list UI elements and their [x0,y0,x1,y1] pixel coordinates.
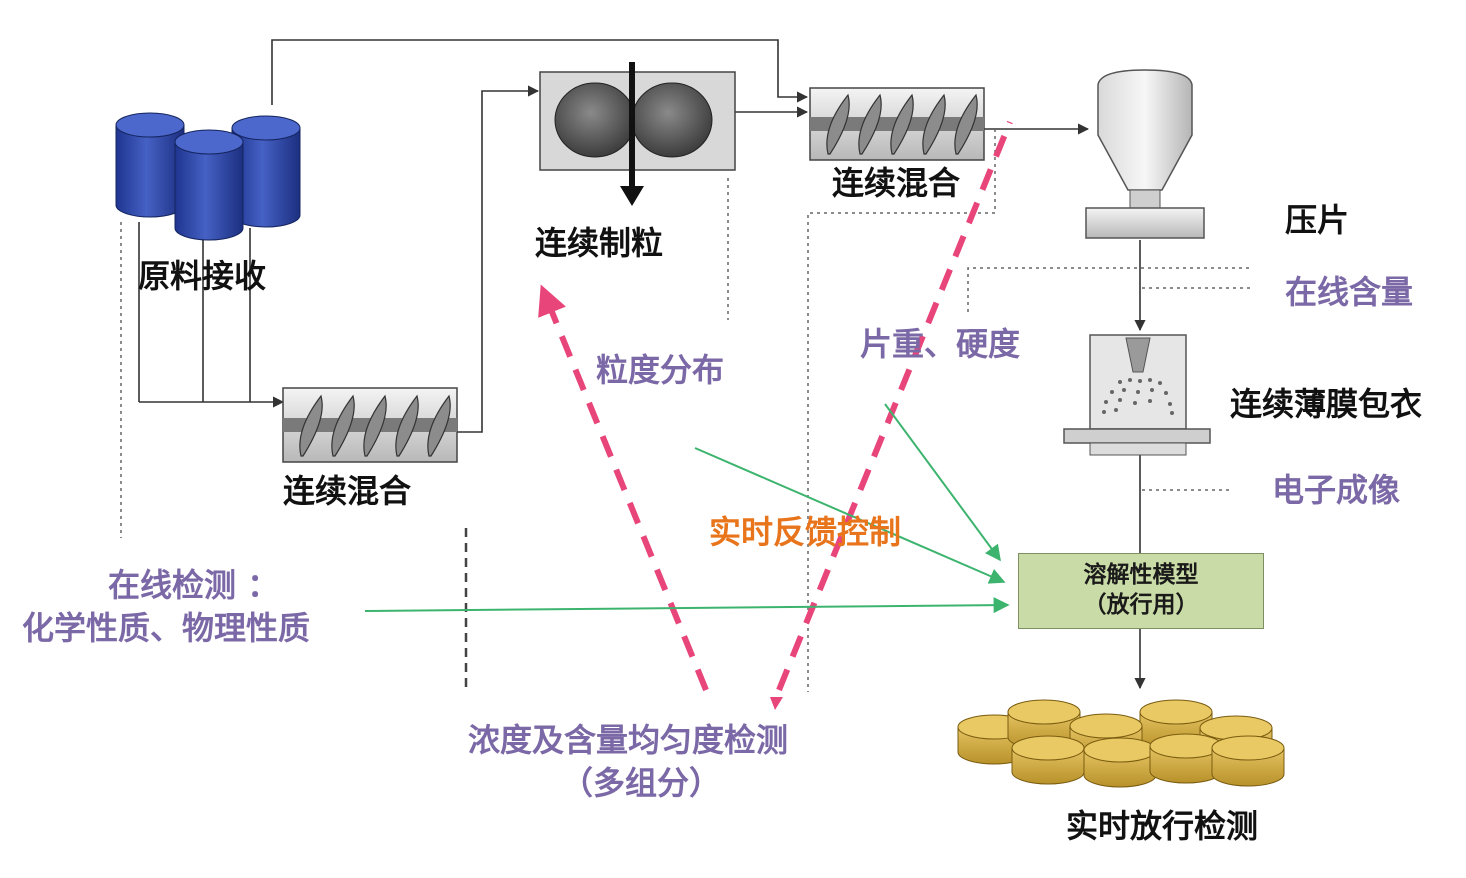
data-arrows [364,403,1010,614]
tableting-label: 压片 [1285,201,1350,239]
tablet-icon [1211,735,1285,787]
screw-mixer-icon-1 [282,387,458,463]
model-subtitle: （放行用） [1083,592,1199,618]
tablets-icon [957,699,1285,788]
drum-icon [231,115,301,228]
feedback-arrowhead [770,697,783,710]
drum-icon [115,112,185,218]
monitor-lines [120,129,1250,692]
tablet-icon [1149,733,1223,784]
feedback-arrows [538,120,1013,692]
tablet-press-icon [1085,69,1205,239]
online-detect-label-2: 化学性质、物理性质 [22,609,311,647]
granulator-icon [539,62,736,206]
electronic-imaging-label: 电子成像 [1272,471,1401,509]
raw-material-label: 原料接收 [138,257,267,295]
online-content-label: 在线含量 [1285,273,1414,311]
process-lines [138,39,1146,690]
model-title: 溶解性模型 [1083,562,1199,588]
coater-icon [1063,334,1211,456]
drum-icon [174,129,244,241]
drum-cluster-icon [115,112,301,241]
release-test-label: 实时放行检测 [1066,807,1259,845]
feedback-control-label: 实时反馈控制 [709,513,902,551]
coating-label: 连续薄膜包衣 [1230,385,1423,423]
weight-hardness-label: 片重、硬度 [860,325,1021,363]
uniformity-label-1: 浓度及含量均匀度检测 [468,721,789,759]
mix-2-label: 连续混合 [832,164,961,202]
granulation-label: 连续制粒 [535,224,664,262]
uniformity-label-2: （多组分） [561,764,722,802]
mix-1-label: 连续混合 [283,472,412,510]
dissolution-model-box: 溶解性模型 （放行用） [1018,553,1264,629]
tablet-icon [1083,737,1157,788]
tablet-icon [1011,735,1085,785]
particle-size-label: 粒度分布 [596,351,725,389]
screw-mixer-icon-2 [809,87,985,161]
online-detect-label-1: 在线检测 ： [108,566,280,604]
